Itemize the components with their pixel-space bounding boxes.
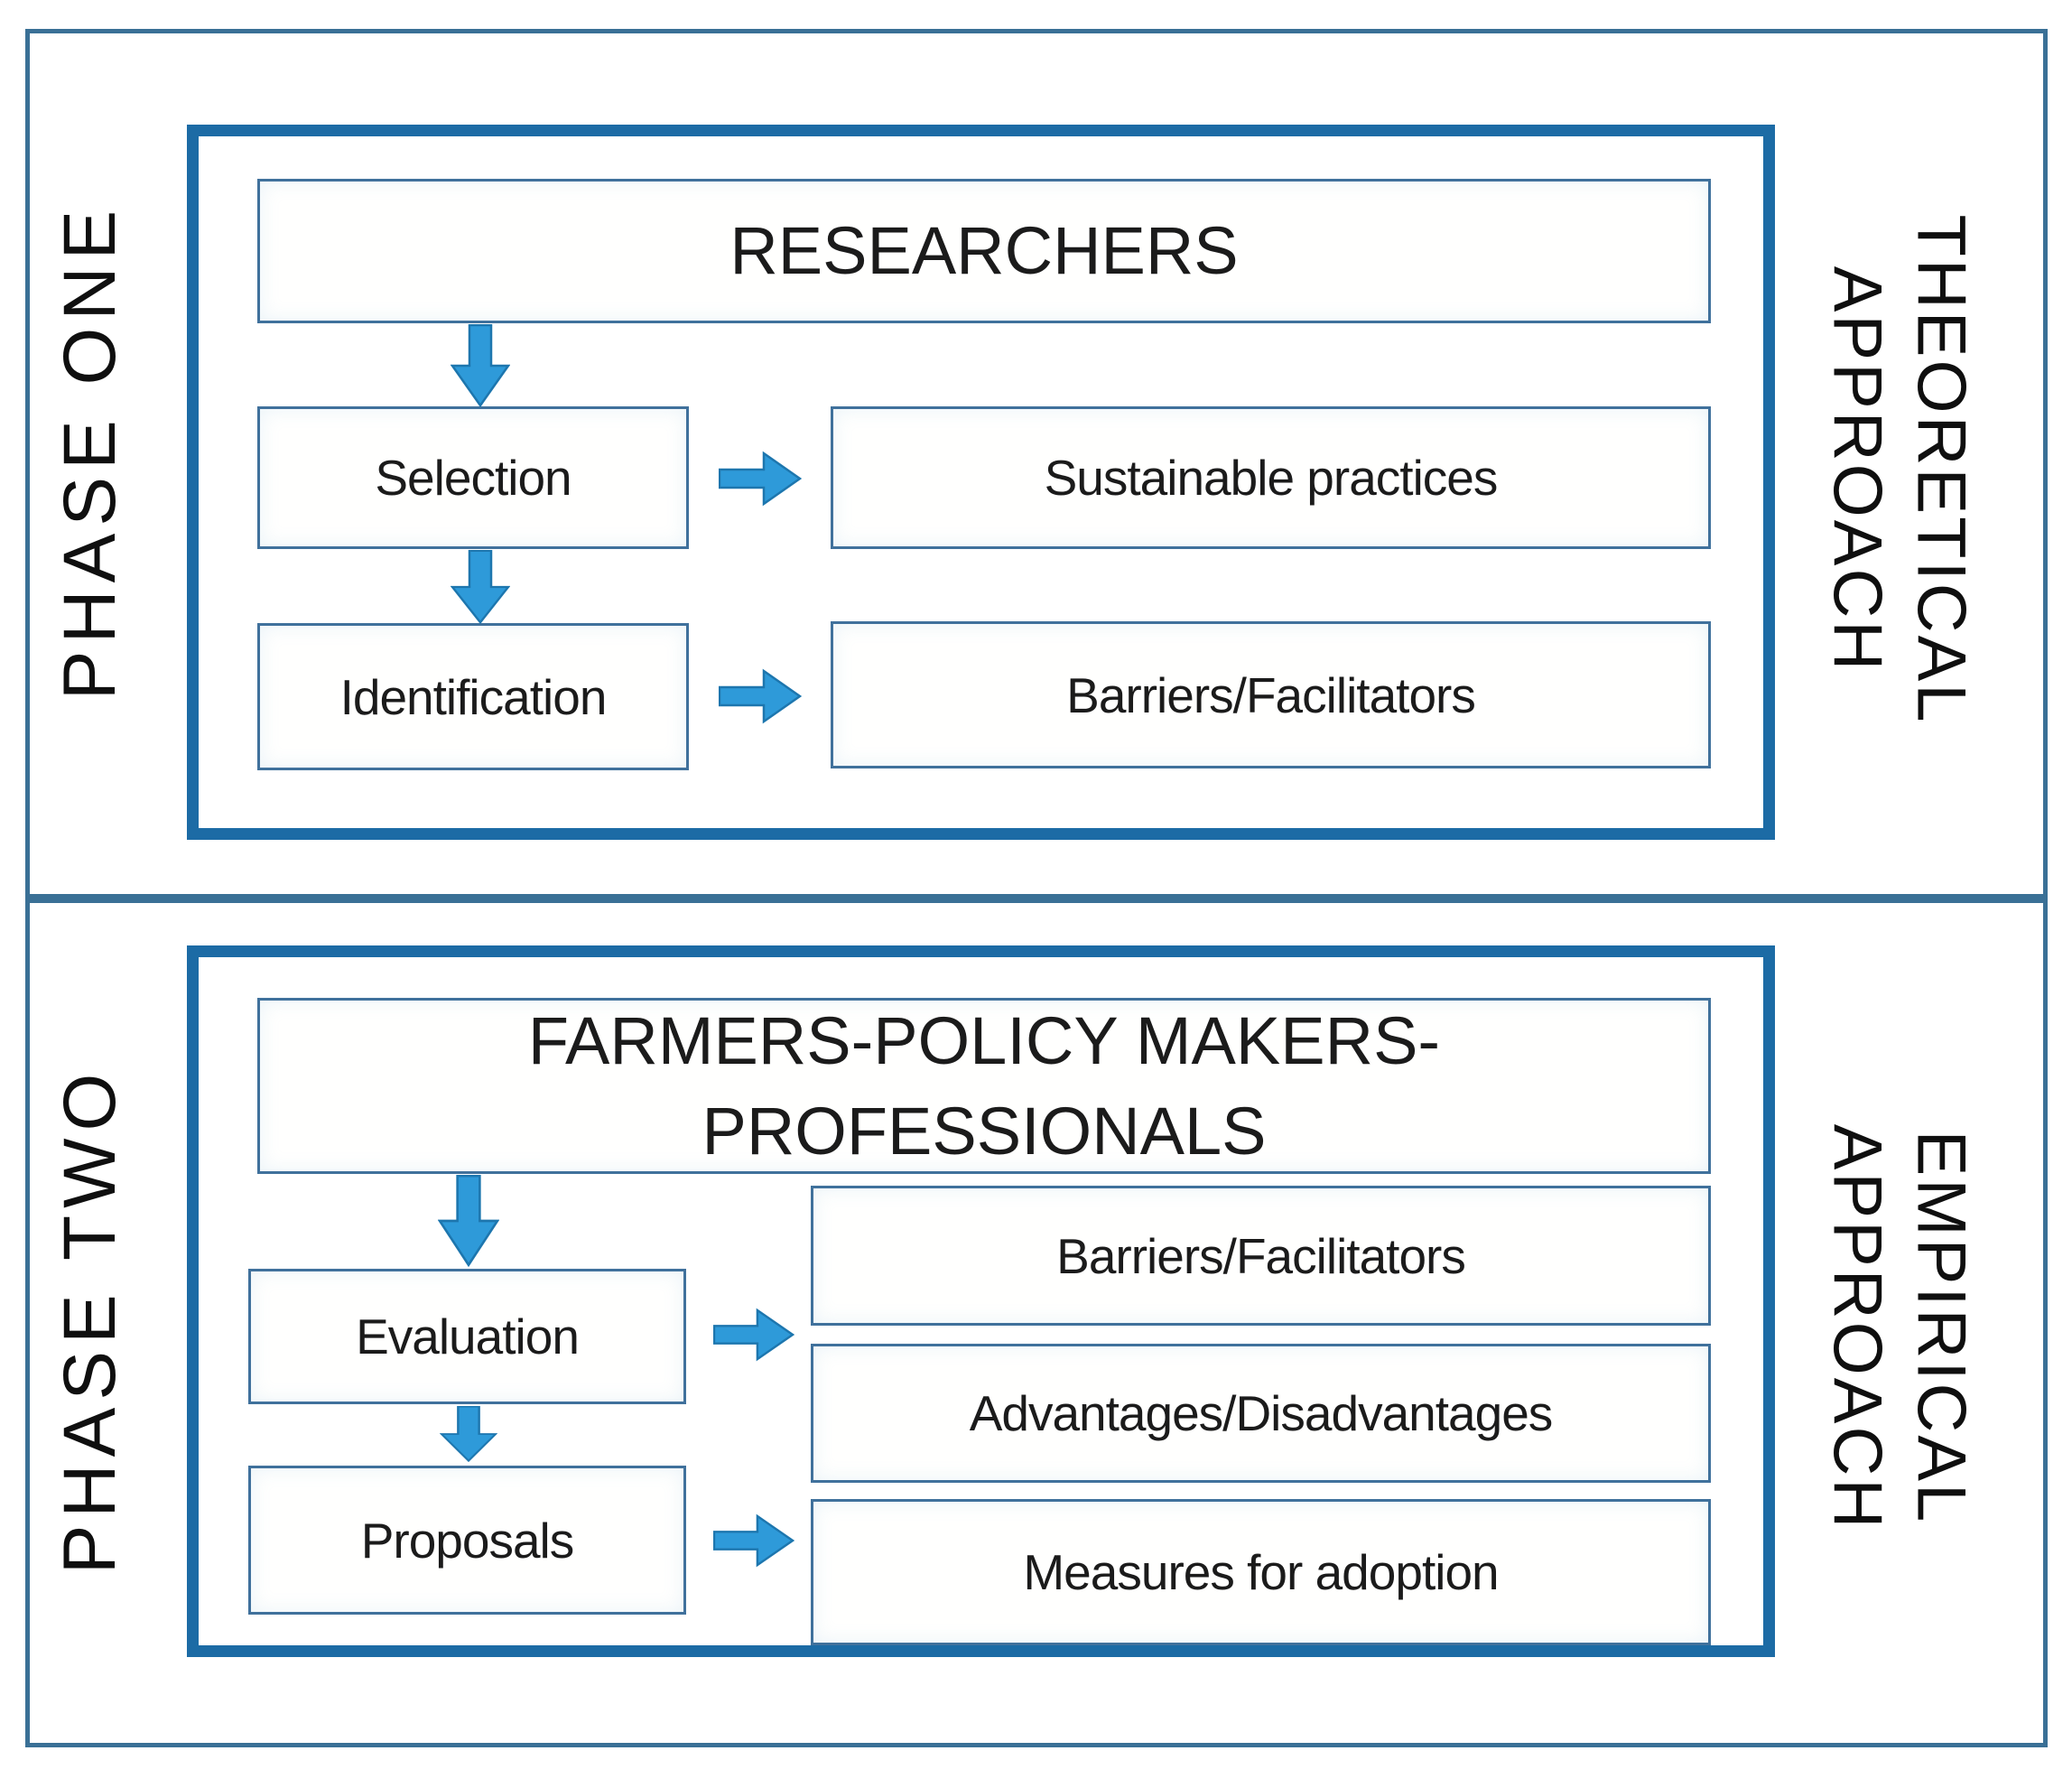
down-arrow-icon xyxy=(451,550,510,624)
proposals-box: Proposals xyxy=(248,1466,686,1615)
right-arrow-icon xyxy=(713,1308,794,1362)
barriers-facilitators-box-phase-one: Barriers/Facilitators xyxy=(831,621,1711,768)
right-arrow-icon xyxy=(719,668,802,724)
theoretical-approach-line2: APPROACH xyxy=(1819,265,1896,674)
farmers-policy-makers-professionals-box: FARMERS-POLICY MAKERS- PROFESSIONALS xyxy=(257,998,1711,1174)
selection-box: Selection xyxy=(257,406,689,549)
phase-one-side-label: PHASE ONE xyxy=(49,202,131,701)
theoretical-approach-label: THEORETICAL APPROACH xyxy=(1815,214,1982,724)
right-arrow-icon xyxy=(713,1513,794,1568)
measures-for-adoption-box: Measures for adoption xyxy=(811,1499,1711,1645)
empirical-approach-label: EMPIRICAL APPROACH xyxy=(1815,1124,1982,1532)
down-arrow-icon xyxy=(451,324,510,407)
down-arrow-icon xyxy=(440,1406,497,1462)
advantages-disadvantages-box: Advantages/Disadvantages xyxy=(811,1344,1711,1483)
barriers-facilitators-box-phase-two: Barriers/Facilitators xyxy=(811,1186,1711,1326)
empirical-approach-line1: EMPIRICAL xyxy=(1902,1130,1980,1525)
phase-one-inner-frame xyxy=(187,125,1775,840)
researchers-box: RESEARCHERS xyxy=(257,179,1711,323)
identification-box: Identification xyxy=(257,623,689,770)
down-arrow-icon xyxy=(438,1175,499,1267)
sustainable-practices-box: Sustainable practices xyxy=(831,406,1711,549)
empirical-approach-line2: APPROACH xyxy=(1819,1123,1896,1532)
farmers-box-line1: FARMERS-POLICY MAKERS- xyxy=(527,1002,1441,1078)
phase-two-side-label: PHASE TWO xyxy=(49,1066,131,1575)
phase-two-inner-frame xyxy=(187,945,1775,1657)
farmers-box-line2: PROFESSIONALS xyxy=(702,1093,1267,1169)
right-arrow-icon xyxy=(719,451,802,507)
evaluation-box: Evaluation xyxy=(248,1269,686,1404)
theoretical-approach-line1: THEORETICAL xyxy=(1902,214,1980,725)
